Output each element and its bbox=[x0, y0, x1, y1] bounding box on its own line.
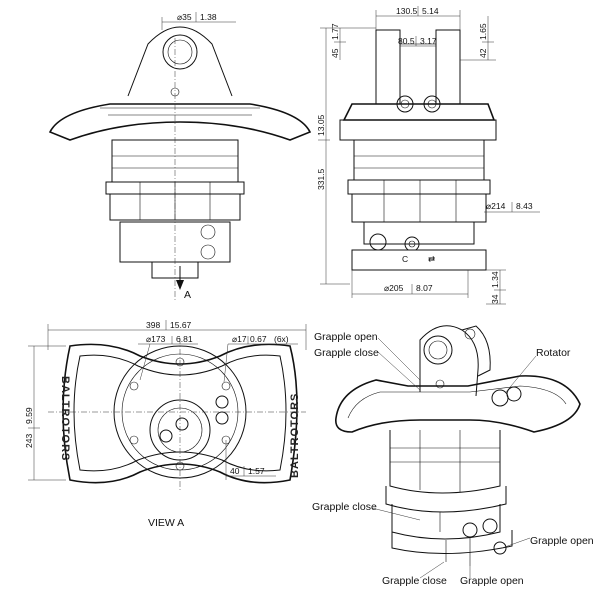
svg-text:⌀214: ⌀214 bbox=[486, 201, 506, 211]
length-in: 15.67 bbox=[170, 320, 192, 330]
brand-right: BALTROTORS bbox=[289, 393, 301, 478]
width-in: 5.14 bbox=[422, 6, 439, 16]
base-h-in: 1.34 bbox=[490, 271, 500, 288]
body-dia-mm: 214 bbox=[491, 201, 505, 211]
body-dia-in: 8.43 bbox=[516, 201, 533, 211]
depth-in: 9.59 bbox=[24, 407, 34, 424]
brand-left: BALTROTORS bbox=[59, 376, 71, 461]
depth-mm: 243 bbox=[24, 434, 34, 448]
port-marking-right: ⇄ bbox=[428, 254, 436, 264]
view-a: BALTROTORS BALTROTORS 398 15.67 ⌀173 6.8… bbox=[24, 320, 307, 529]
side-view: C ⇄ 130.5 5.14 80.5 3.17 331.5 13.05 45 … bbox=[316, 6, 540, 305]
offset-in: 1.57 bbox=[248, 466, 265, 476]
lug-gap-in: 3.17 bbox=[420, 36, 437, 46]
base-dia-in: 8.07 bbox=[416, 283, 433, 293]
callout-grapple-open-right: Grapple open bbox=[530, 535, 594, 547]
callout-grapple-close-top: Grapple close bbox=[314, 347, 379, 359]
lug-gap-mm: 80.5 bbox=[398, 36, 415, 46]
base-dia-mm: 205 bbox=[389, 283, 403, 293]
top-pin-dia-in: 1.38 bbox=[200, 12, 217, 22]
hole-dia-mm: 17 bbox=[237, 334, 247, 344]
front-view: ⌀35 1.38 A bbox=[48, 12, 312, 301]
section-a-label: A bbox=[184, 289, 191, 301]
bolt-circle-dia-symbol: ⌀ bbox=[146, 334, 152, 344]
lug-top-mm: 45 bbox=[330, 48, 340, 58]
svg-text:⌀17: ⌀17 bbox=[232, 334, 247, 344]
port-marking-left: C bbox=[402, 254, 408, 264]
hole-dia-symbol: ⌀ bbox=[232, 334, 238, 344]
lug-side-in: 1.65 bbox=[478, 23, 488, 40]
svg-text:⌀173: ⌀173 bbox=[146, 334, 166, 344]
lug-pin-hole bbox=[162, 34, 198, 70]
top-pin-dia-mm: 35 bbox=[182, 12, 192, 22]
offset-mm: 40 bbox=[230, 466, 240, 476]
callout-grapple-open-top: Grapple open bbox=[314, 331, 378, 343]
view-a-caption: VIEW A bbox=[148, 517, 184, 529]
callout-grapple-close-bottom: Grapple close bbox=[382, 575, 447, 587]
lug-top-in: 1.77 bbox=[330, 23, 340, 40]
base-h-mm: 34 bbox=[490, 294, 500, 304]
svg-text:⌀205: ⌀205 bbox=[384, 283, 404, 293]
bolt-circle-in: 6.81 bbox=[176, 334, 193, 344]
callout-grapple-close-mid: Grapple close bbox=[312, 501, 377, 513]
svg-text:⌀35: ⌀35 bbox=[177, 12, 192, 22]
isometric-view: Grapple open Grapple close Rotator Grapp… bbox=[312, 325, 594, 587]
callout-rotator: Rotator bbox=[536, 347, 571, 359]
callout-grapple-open-bottom: Grapple open bbox=[460, 575, 524, 587]
lug-side-mm: 42 bbox=[478, 48, 488, 58]
bolt-circle-mm: 173 bbox=[151, 334, 165, 344]
hole-dia-in: 0.67 bbox=[250, 334, 267, 344]
length-mm: 398 bbox=[146, 320, 160, 330]
height-mm: 331.5 bbox=[316, 168, 326, 190]
body-dia-symbol: ⌀ bbox=[486, 201, 492, 211]
hole-count: (6x) bbox=[274, 334, 289, 344]
top-pin-dia-symbol: ⌀ bbox=[177, 12, 183, 22]
height-in: 13.05 bbox=[316, 114, 326, 136]
base-dia-symbol: ⌀ bbox=[384, 283, 390, 293]
width-mm: 130.5 bbox=[396, 6, 418, 16]
